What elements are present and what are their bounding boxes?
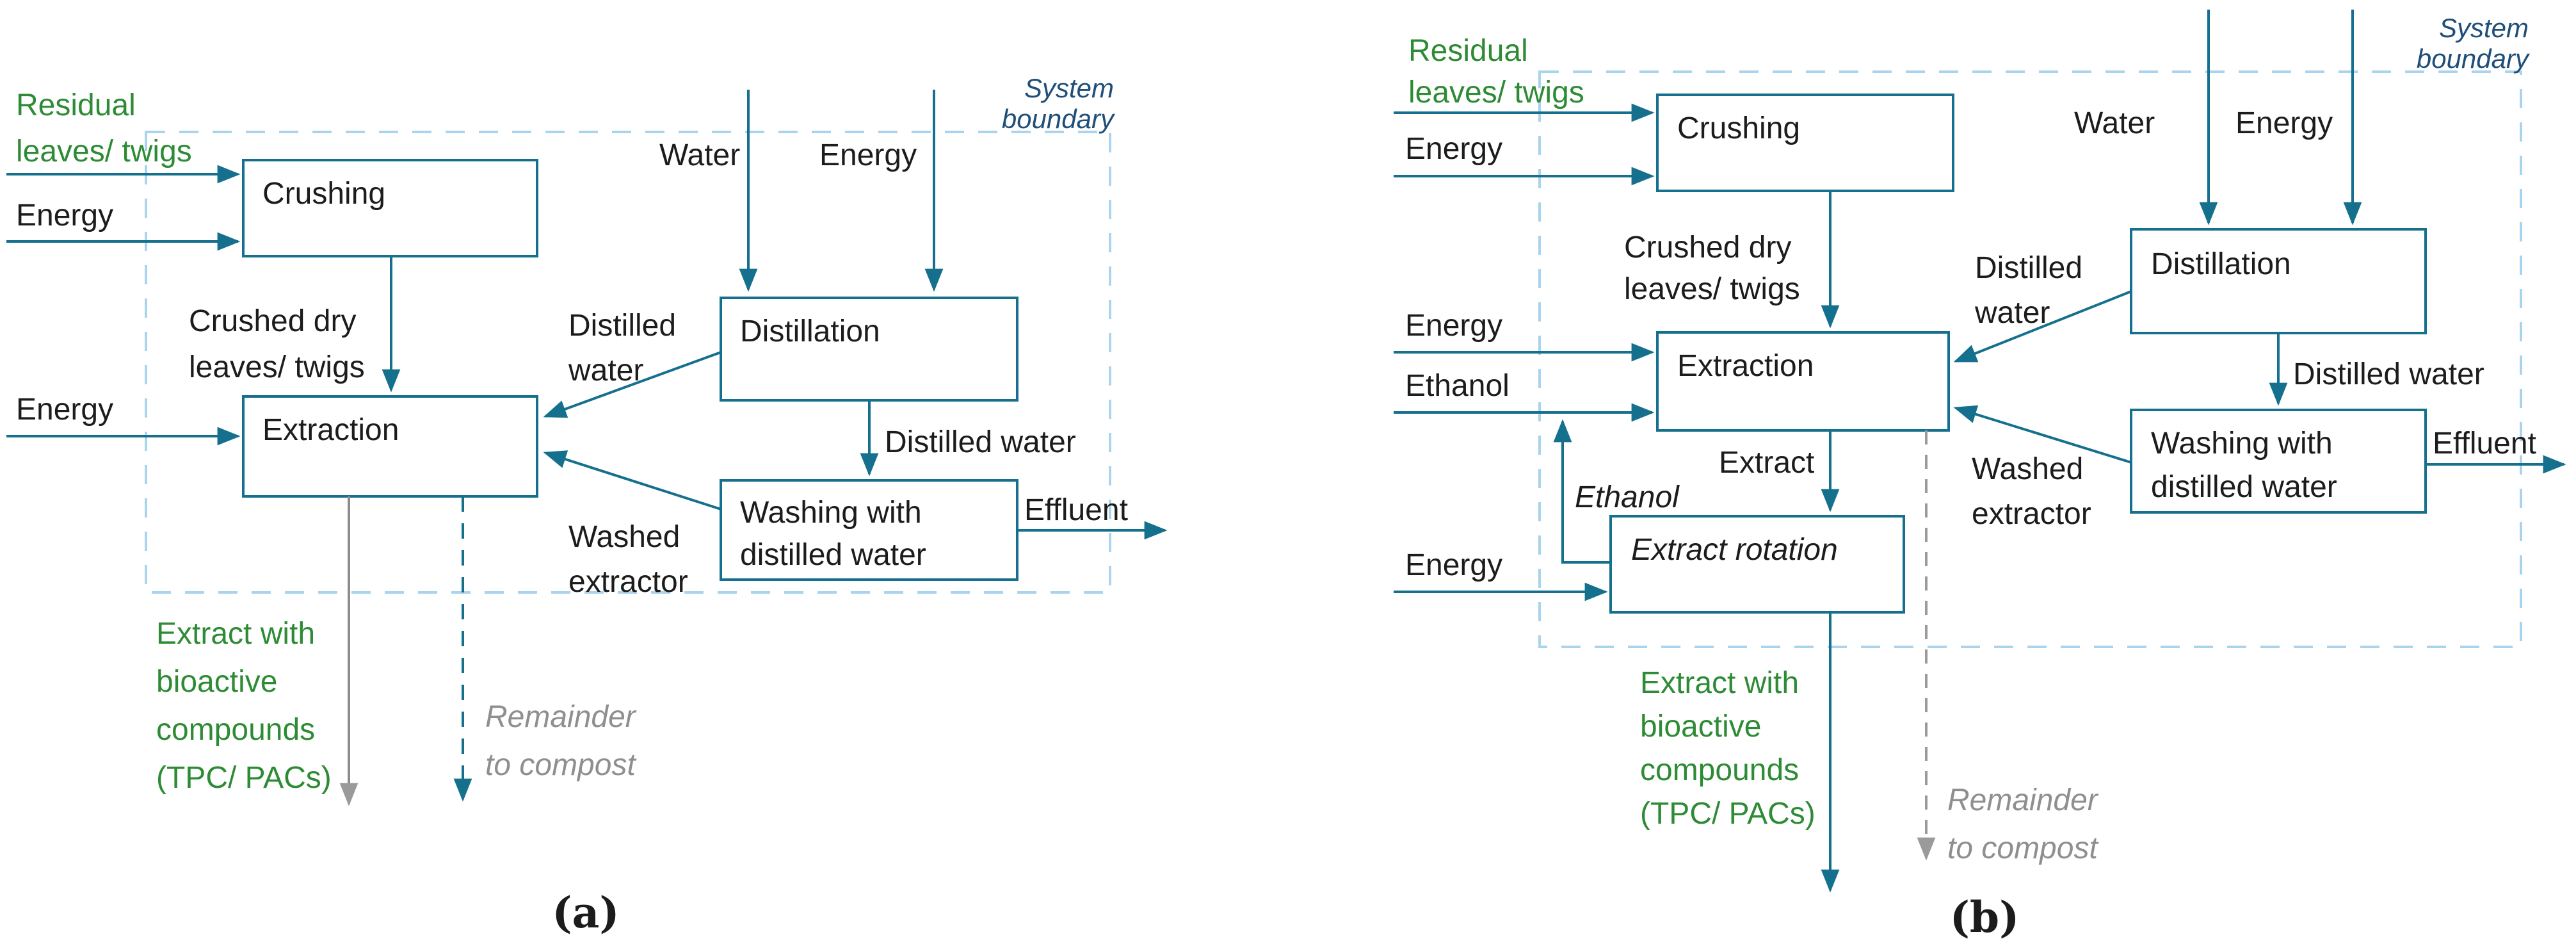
caption-b: (b) <box>1950 892 2020 942</box>
crushed-dry-label-line1-b: Crushed dry <box>1624 231 1791 265</box>
energy-crushing-label-a: Energy <box>16 199 113 232</box>
system-boundary-a <box>145 131 1111 594</box>
crushed-dry-label-line1-a: Crushed dry <box>189 304 356 338</box>
distilled-water-left-label-line2-b: water <box>1974 296 2050 330</box>
washed-extractor-label-line1-a: Washed <box>568 520 680 554</box>
washing-box-a <box>720 479 1018 581</box>
system-boundary-b <box>1538 70 2522 648</box>
crushing-box-b <box>1656 94 1954 192</box>
washed-extractor-label-line1-b: Washed <box>1972 452 2083 486</box>
system-boundary-label-line2-b: boundary <box>2417 44 2531 74</box>
remainder-label-line2-b: to compost <box>1947 831 2098 865</box>
extract-output-label-line1-a: Extract with <box>156 617 315 651</box>
extract-rotation-label-b: Extract rotation <box>1631 533 1838 567</box>
crushing-label-a: Crushing <box>262 177 385 211</box>
distilled-water-left-label-line2-a: water <box>568 354 643 387</box>
arrow-distillation-to-extraction-b <box>1953 290 2132 363</box>
arrow-ethanol-recycle-b <box>1553 419 1611 564</box>
extract-output-label-line3-a: compounds <box>156 713 315 747</box>
remainder-label-line2-a: to compost <box>485 748 636 782</box>
extract-output-label-line1-b: Extract with <box>1640 666 1799 700</box>
washing-label-line2-b: distilled water <box>2151 470 2337 504</box>
extract-flow-label-b: Extract <box>1719 446 1814 480</box>
crushing-box-a <box>242 159 538 257</box>
extract-output-label-line4-a: (TPC/ PACs) <box>156 761 332 795</box>
remainder-label-line1-a: Remainder <box>485 700 637 734</box>
distilled-water-left-label-line1-a: Distilled <box>568 309 676 343</box>
panel-a: System boundary Residual leaves/ twigs E… <box>6 73 1168 938</box>
arrow-distillation-to-extraction-a <box>543 351 721 418</box>
distilled-water-left-label-line1-b: Distilled <box>1975 251 2082 285</box>
extract-output-label-line2-b: bioactive <box>1640 710 1761 744</box>
washing-label-line1-b: Washing with <box>2151 427 2333 461</box>
extraction-box-a <box>242 395 538 498</box>
system-boundary-label-line1-b: System <box>2439 13 2529 43</box>
ethanol-input-label-b: Ethanol <box>1405 369 1509 403</box>
extraction-label-a: Extraction <box>262 413 399 447</box>
residual-input-label-line2-b: leaves/ twigs <box>1408 76 1584 110</box>
crushed-dry-label-line2-b: leaves/ twigs <box>1624 272 1800 306</box>
ethanol-recycle-label-b: Ethanol <box>1575 480 1680 514</box>
energy-crushing-label-b: Energy <box>1405 132 1502 166</box>
residual-input-label-line1-a: Residual <box>16 88 136 122</box>
water-top-label-a: Water <box>659 138 740 172</box>
crushed-dry-label-line2-a: leaves/ twigs <box>189 350 365 384</box>
distillation-box-b <box>2130 228 2427 334</box>
extraction-box-b <box>1656 331 1950 432</box>
washing-label-line1-a: Washing with <box>740 496 922 530</box>
effluent-label-b: Effluent <box>2433 427 2536 461</box>
washed-extractor-label-line2-a: extractor <box>568 565 688 599</box>
distilled-water-bottom-label-a: Distilled water <box>885 425 1076 459</box>
energy-extraction-label-b: Energy <box>1405 309 1502 343</box>
residual-input-label-line2-a: leaves/ twigs <box>16 135 192 168</box>
distillation-label-b: Distillation <box>2151 247 2291 281</box>
extract-rotation-box-b <box>1609 515 1905 614</box>
extraction-label-b: Extraction <box>1677 349 1814 383</box>
system-boundary-label-line1-a: System <box>1024 73 1114 103</box>
distillation-box-a <box>720 297 1018 402</box>
extract-output-label-line3-b: compounds <box>1640 753 1799 787</box>
residual-input-label-line1-b: Residual <box>1408 34 1528 68</box>
energy-rotation-label-b: Energy <box>1405 548 1502 582</box>
energy-top-label-a: Energy <box>819 138 917 172</box>
distillation-label-a: Distillation <box>740 314 880 348</box>
caption-a: (a) <box>552 888 619 938</box>
distilled-water-bottom-label-b: Distilled water <box>2293 357 2484 391</box>
washing-box-b <box>2130 409 2427 514</box>
remainder-label-line1-b: Remainder <box>1947 783 2099 817</box>
water-top-label-b: Water <box>2074 106 2155 140</box>
energy-top-label-b: Energy <box>2235 106 2333 140</box>
arrow-washing-to-extraction-a <box>543 450 721 510</box>
system-boundary-label-line2-a: boundary <box>1002 104 1116 134</box>
energy-extraction-label-a: Energy <box>16 393 113 427</box>
extract-output-label-line4-b: (TPC/ PACs) <box>1640 797 1815 831</box>
washing-label-line2-a: distilled water <box>740 538 926 572</box>
effluent-label-a: Effluent <box>1024 493 1128 527</box>
crushing-label-b: Crushing <box>1677 111 1800 145</box>
arrow-washing-to-extraction-b <box>1953 405 2132 464</box>
washed-extractor-label-line2-b: extractor <box>1972 497 2091 531</box>
panel-b: System boundary Residual leaves/ twigs E… <box>1394 10 2566 942</box>
extract-output-label-line2-a: bioactive <box>156 665 277 699</box>
